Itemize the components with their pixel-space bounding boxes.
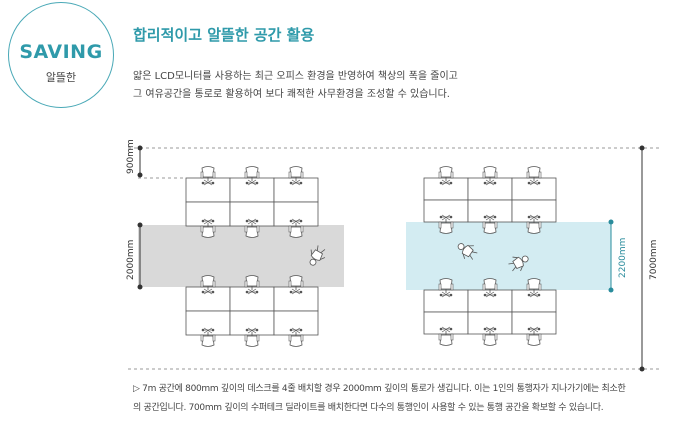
chair-icon: [244, 218, 260, 238]
chair-icon: [438, 278, 454, 298]
chair-icon: [244, 327, 260, 347]
desk: [467, 311, 513, 335]
desk: [423, 177, 469, 201]
desk: [511, 199, 557, 223]
chair-icon: [200, 327, 216, 347]
desk: [467, 177, 513, 201]
saving-badge: SAVING 알뜰한: [8, 2, 114, 108]
chair-icon: [244, 166, 260, 186]
standard-aisle: [138, 225, 344, 287]
saving-aisle: [406, 222, 611, 290]
desk: [273, 310, 319, 336]
chair-icon: [438, 326, 454, 346]
desk: [229, 201, 275, 227]
desk: [423, 199, 469, 223]
chair-icon: [526, 326, 542, 346]
note-line-2: 의 공간입니다. 700mm 깊이의 수퍼테크 딜라이트를 배치한다면 다수의 …: [133, 403, 604, 413]
desk: [273, 177, 319, 203]
desk: [511, 311, 557, 335]
desk: [467, 289, 513, 313]
description-line-2: 그 여유공간을 통로로 활용하여 보다 쾌적한 사무환경을 조성할 수 있습니다…: [133, 89, 450, 100]
desk: [467, 199, 513, 223]
chair-icon: [438, 166, 454, 186]
chair-icon: [526, 278, 542, 298]
chair-icon: [200, 166, 216, 186]
headline: 합리적이고 알뜰한 공간 활용: [133, 26, 315, 44]
chair-icon: [482, 166, 498, 186]
chair-icon: [482, 278, 498, 298]
dim-desk-depth: 900mm: [126, 139, 136, 174]
chair-icon: [482, 214, 498, 234]
desk: [423, 289, 469, 313]
badge-title: SAVING: [19, 41, 103, 63]
chair-icon: [526, 214, 542, 234]
chair-icon: [200, 218, 216, 238]
desk: [229, 310, 275, 336]
chair-icon: [288, 218, 304, 238]
chair-icon: [482, 326, 498, 346]
chair-icon: [438, 214, 454, 234]
desk: [229, 177, 275, 203]
desk: [273, 286, 319, 312]
dim-aisle-saving: 2200mm: [618, 238, 628, 278]
note-line-1: ▷ 7m 공간에 800mm 깊이의 데스크를 4줄 배치할 경우 2000mm…: [133, 384, 626, 394]
desk: [511, 177, 557, 201]
desk: [185, 286, 231, 312]
description-line-1: 얇은 LCD모니터를 사용하는 최근 오피스 환경을 반영하여 책상의 폭을 줄…: [133, 71, 458, 82]
chair-icon: [200, 275, 216, 295]
chair-icon: [526, 166, 542, 186]
chair-icon: [244, 275, 260, 295]
badge-subtitle: 알뜰한: [45, 71, 77, 84]
desk-clusters: [185, 166, 557, 347]
chair-icon: [288, 166, 304, 186]
desk: [229, 286, 275, 312]
chair-icon: [288, 327, 304, 347]
desk: [185, 201, 231, 227]
desk: [273, 201, 319, 227]
dim-total-width: 7000mm: [649, 240, 659, 280]
desk: [185, 177, 231, 203]
desk: [185, 310, 231, 336]
desk: [511, 289, 557, 313]
dim-aisle-standard: 2000mm: [126, 240, 136, 280]
desk: [423, 311, 469, 335]
chair-icon: [288, 275, 304, 295]
